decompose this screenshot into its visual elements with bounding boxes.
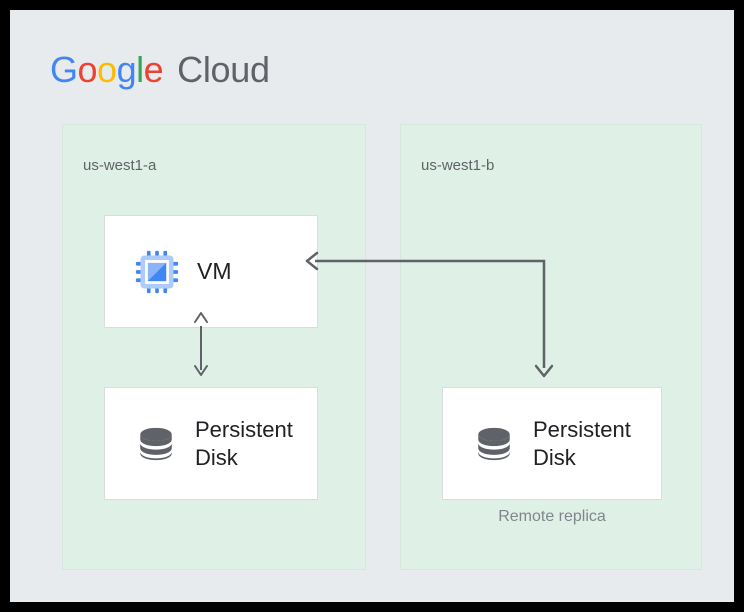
connector-replica-to-vm [305, 251, 554, 378]
connector-vm-to-disk [194, 312, 208, 376]
zone-label-us-west1-b: us-west1-b [421, 157, 495, 174]
node-label-persistent-disk-replica: Persistent Disk [533, 417, 631, 470]
remote-replica-caption: Remote replica [498, 508, 606, 525]
logo-letter-g2: g [116, 49, 137, 90]
logo-letter-l: l [136, 49, 144, 90]
disk-icon [140, 427, 172, 460]
zone-label-us-west1-a: us-west1-a [83, 157, 157, 174]
node-vm[interactable]: VM [104, 215, 318, 328]
node-label-vm: VM [197, 258, 232, 285]
chip-icon [135, 250, 179, 293]
node-persistent-disk-replica[interactable]: Persistent Disk [442, 387, 662, 500]
logo-letter-g1: G [50, 49, 78, 90]
node-persistent-disk-primary[interactable]: Persistent Disk [104, 387, 318, 500]
google-wordmark: Google [50, 49, 164, 91]
google-cloud-logo: Google Cloud [50, 48, 270, 92]
logo-letter-o1: o [77, 49, 98, 90]
logo-letter-o2: o [97, 49, 117, 90]
connectors-layer [194, 251, 554, 378]
diagram-canvas: Google Cloud us-west1-a us-west1-b [10, 10, 734, 602]
node-label-persistent-disk-primary: Persistent Disk [195, 417, 293, 470]
logo-letter-e: e [143, 49, 164, 90]
cloud-wordmark: Cloud [177, 49, 270, 90]
disk-icon [478, 427, 510, 460]
